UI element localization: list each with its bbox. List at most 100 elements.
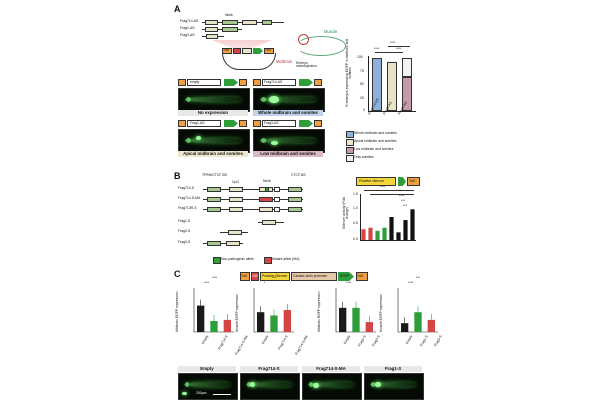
- sig-star: ****: [374, 47, 380, 51]
- x-tick: Empty: [260, 334, 270, 345]
- legend-item: Low midbrain and somites: [354, 147, 394, 151]
- legend-item: Only somites: [354, 155, 374, 159]
- embryo-image: [364, 373, 424, 400]
- sig-star: ****: [396, 189, 402, 193]
- construct-name: empty: [190, 80, 200, 84]
- bar: [223, 319, 231, 332]
- sig-star: *: [264, 281, 266, 285]
- panel-b-label: B: [174, 171, 181, 181]
- bar-segment: [402, 58, 412, 77]
- inject-label: Embryo microinjection: [296, 61, 317, 69]
- construct-label: Frag714-S: [178, 186, 195, 190]
- bar: [382, 227, 387, 240]
- sig-star: ****: [212, 276, 218, 280]
- image-caption: Frag1-S: [364, 366, 422, 372]
- region-label: CpG: [232, 180, 239, 184]
- construct-header: Frag3-AS: [253, 119, 323, 128]
- construct-header: Frag1-AS: [178, 119, 248, 128]
- bar: [396, 232, 401, 240]
- sig-star: ****: [204, 281, 210, 285]
- construct-label: Frag1-AS: [180, 26, 195, 30]
- tile-caption: Whole midbrain and somites: [253, 110, 323, 116]
- x-tick: Frag714-S-MA: [233, 334, 249, 356]
- sig-star: ****: [399, 194, 405, 198]
- sig-star: ***: [401, 199, 405, 203]
- bar: [339, 307, 347, 332]
- embryo-image: [178, 88, 250, 112]
- header-part: EGFP: [340, 274, 350, 278]
- region-label: Nlulb: [263, 179, 271, 183]
- bar-plot: [253, 288, 294, 333]
- construct-label: Frag714-AS: [180, 19, 199, 23]
- region-label: TFRM/CTCF-BS: [202, 173, 228, 177]
- embryo-icon: [296, 36, 346, 56]
- bar: [389, 217, 394, 240]
- x-tick: Frag1-S: [419, 334, 430, 348]
- sig-star: ****: [408, 281, 414, 285]
- embryo-image: [253, 88, 325, 112]
- construct-label: Frag3-AS: [180, 33, 195, 37]
- scale-bar-label: 200µm: [196, 391, 207, 395]
- panel-a-label: A: [174, 4, 181, 14]
- x-tick: Frag714-S: [277, 334, 289, 351]
- embryo-image: [178, 129, 250, 153]
- sig-star: ***: [272, 276, 276, 280]
- embryo-image: [178, 373, 238, 400]
- bar: [283, 310, 291, 332]
- bar-segment: [372, 58, 382, 111]
- construct-header: empty: [178, 78, 248, 87]
- x-tick: Empty: [200, 334, 210, 345]
- construct-label: Frag2-S: [178, 229, 191, 233]
- bar: [197, 305, 205, 332]
- header-part: Putative Silencer: [262, 274, 288, 278]
- silencer-header: Putative silencer Tol2: [356, 177, 420, 186]
- region-label: CTCF-BS: [291, 173, 306, 177]
- midbrain-label: Midbrain: [276, 59, 293, 64]
- image-caption: Frag714-S: [240, 366, 298, 372]
- bar-plot: [397, 288, 438, 333]
- bar: [352, 307, 360, 332]
- sig-star: ****: [380, 185, 386, 189]
- bar-plot: [193, 288, 234, 333]
- tile-caption: Apical midbrain and somites: [178, 151, 248, 157]
- header-part: Tol2: [409, 179, 416, 183]
- bar: [257, 312, 265, 332]
- bar: [414, 312, 422, 332]
- construct-name: Frag3-AS: [264, 121, 279, 125]
- y-axis-label: Muscle EGFP expression: [379, 293, 383, 332]
- legend-item: Mutant allele (MA): [272, 257, 300, 261]
- bar: [210, 321, 218, 332]
- bar: [361, 229, 366, 240]
- tile-caption: Low midbrain and somites: [253, 151, 323, 157]
- embryo-image: [302, 373, 362, 400]
- bar-plot: [335, 288, 376, 333]
- bar: [401, 323, 409, 332]
- bar: [410, 209, 415, 240]
- construct-name: Frag714-AS: [264, 80, 283, 84]
- tol2-left: Tol2: [223, 48, 230, 52]
- bar-segment: [387, 62, 397, 111]
- embryo-image: [253, 129, 325, 153]
- panel-c-label: C: [174, 269, 181, 279]
- header-part: Tol2: [241, 274, 248, 278]
- legend-item: Non-pathogenic allele: [221, 257, 254, 261]
- sig-star: ***: [403, 204, 407, 208]
- y-axis-label: Silencer activity (Fold change): [342, 196, 350, 230]
- x-tick: Frag714-S-MA: [293, 334, 309, 356]
- bar-segment: [402, 77, 412, 111]
- legend-item: Apical midbrain and somites: [354, 139, 397, 143]
- x-tick: Frag3-S: [432, 334, 443, 348]
- construct-name: Frag1-AS: [190, 121, 205, 125]
- image-caption: Empty: [178, 366, 236, 372]
- x-tick: Frag1-S: [357, 334, 368, 348]
- sig-star: ****: [396, 47, 402, 51]
- construct-label: Frag714-S-MA: [178, 196, 201, 200]
- bar: [270, 315, 278, 332]
- sig-star: ***: [416, 276, 420, 280]
- muscle-label: Muscle: [324, 29, 338, 34]
- sig-star: ****: [346, 281, 352, 285]
- image-caption: Frag714-S-MA: [302, 366, 360, 372]
